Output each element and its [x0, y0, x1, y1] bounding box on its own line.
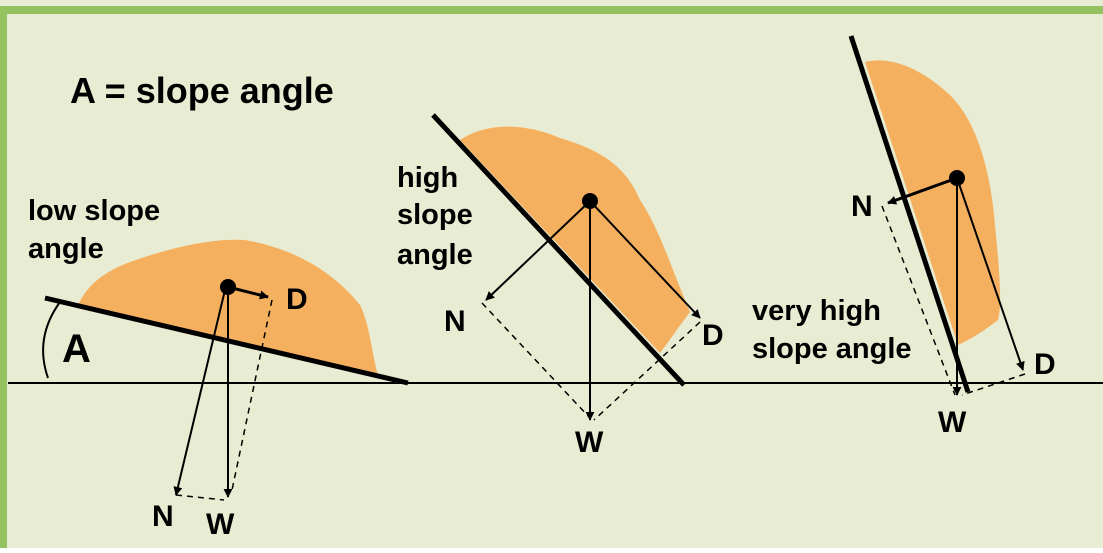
soil-block-very-high — [865, 60, 1001, 345]
caption-low-line1: low slope — [28, 195, 160, 227]
frame-border — [0, 6, 1103, 548]
panel-low-slope: A low slope angle D N W — [28, 195, 409, 541]
diagram-title: A = slope angle — [70, 70, 334, 111]
center-point-low — [220, 279, 236, 295]
panel-high-slope: high slope angle D N W — [397, 113, 724, 459]
dashed-parallelogram-low-2 — [175, 494, 225, 501]
force-label-W-low: W — [206, 508, 235, 541]
vector-N-very-high — [887, 176, 958, 205]
force-label-W-high: W — [575, 426, 604, 459]
force-label-N-low: N — [152, 500, 174, 533]
dashed-parallelogram-high — [481, 302, 591, 419]
caption-high-line3: angle — [397, 239, 473, 271]
caption-very-high-line2: slope angle — [752, 333, 912, 365]
slope-surface-very-high — [848, 35, 971, 393]
center-point-high — [582, 193, 598, 209]
dashed-parallelogram-very-high — [881, 205, 956, 396]
slope-surface-high — [431, 113, 686, 387]
force-label-N-high: N — [444, 305, 466, 338]
dashed-parallelogram-high-2 — [593, 321, 701, 421]
vector-N-low — [173, 289, 226, 496]
caption-very-high-line1: very high — [752, 295, 881, 327]
panel-very-high-slope: very high slope angle D N W — [752, 35, 1056, 439]
vector-D-high — [589, 200, 701, 319]
angle-arc — [42, 301, 61, 379]
soil-block-high — [460, 126, 690, 353]
vector-N-high — [485, 200, 591, 301]
caption-high-line2: slope — [397, 199, 473, 231]
force-label-D-low: D — [286, 283, 308, 316]
vector-D-very-high — [956, 177, 1025, 371]
force-label-N-very-high: N — [851, 190, 873, 223]
angle-label-A: A — [62, 327, 91, 371]
caption-high-line1: high — [397, 162, 458, 194]
slope-surface-low — [44, 295, 409, 386]
force-label-W-very-high: W — [938, 406, 967, 439]
dashed-parallelogram-very-high-2 — [961, 373, 1026, 396]
center-point-very-high — [949, 170, 965, 186]
force-label-D-very-high: D — [1034, 348, 1056, 381]
caption-low-line2: angle — [28, 233, 104, 265]
force-label-D-high: D — [702, 319, 724, 352]
